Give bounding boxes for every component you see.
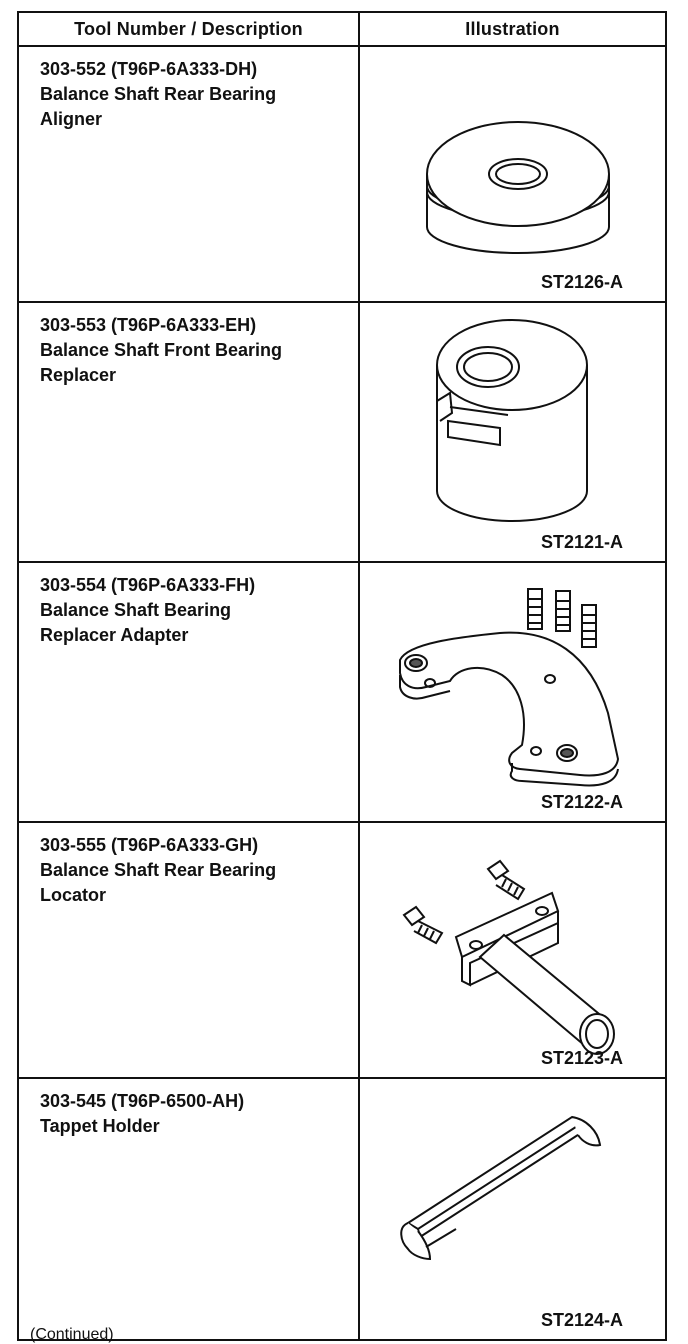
tool-description: 303-552 (T96P-6A333-DH) Balance Shaft Re… [19,47,360,301]
illustration-code: ST2123-A [540,1048,623,1068]
tool-description: 303-553 (T96P-6A333-EH) Balance Shaft Fr… [19,303,360,561]
tool-number: 303-553 (T96P-6A333-EH) [40,315,257,335]
continued-note: (Continued) [30,1326,114,1343]
tool-description: 303-554 (T96P-6A333-FH) Balance Shaft Be… [19,563,360,821]
illustration-code: ST2126-A [540,272,623,292]
special-tools-table: Tool Number / Description Illustration 3… [17,11,667,1341]
illustration-cell: ST2124-A [360,1079,665,1339]
table-row: 303-545 (T96P-6500-AH) Tappet Holder ST2… [19,1079,665,1339]
header-tool-number-description: Tool Number / Description [19,13,360,45]
replacer-adapter-icon [399,588,620,787]
illustration-code: ST2122-A [540,792,623,812]
table-row: 303-553 (T96P-6A333-EH) Balance Shaft Fr… [19,303,665,563]
tool-name-line: Tappet Holder [40,1116,160,1136]
tool-name-line: Aligner [40,109,103,129]
tool-description: 303-555 (T96P-6A333-GH) Balance Shaft Re… [19,823,360,1077]
tappet-holder-icon [400,1115,602,1261]
table-row: 303-554 (T96P-6A333-FH) Balance Shaft Be… [19,563,665,823]
illustration-cell: ST2122-A [360,563,665,821]
illustration-code: ST2124-A [540,1310,623,1330]
table-header: Tool Number / Description Illustration [19,13,665,47]
illustration-cell: ST2121-A [360,303,665,561]
tool-number: 303-552 (T96P-6A333-DH) [40,59,258,79]
tool-name-line: Replacer Adapter [40,625,189,645]
bearing-locator-icon [402,859,615,1055]
tool-name-line: Replacer [40,365,117,385]
tool-name-line: Balance Shaft Rear Bearing [40,84,277,104]
header-illustration: Illustration [465,18,560,39]
illustration-cell: ST2126-A [360,47,665,301]
bearing-aligner-icon [426,121,610,254]
tool-number: 303-545 (T96P-6500-AH) [40,1091,245,1111]
tool-name-line: Balance Shaft Rear Bearing [40,860,277,880]
tool-name-line: Balance Shaft Bearing [40,600,232,620]
tool-name-line: Balance Shaft Front Bearing [40,340,283,360]
illustration-cell: ST2123-A [360,823,665,1077]
tool-name-line: Locator [40,885,107,905]
tool-number: 303-555 (T96P-6A333-GH) [40,835,259,855]
tool-number: 303-554 (T96P-6A333-FH) [40,575,256,595]
illustration-code: ST2121-A [540,532,623,552]
tool-description: 303-545 (T96P-6500-AH) Tappet Holder [19,1079,360,1339]
table-row: 303-555 (T96P-6A333-GH) Balance Shaft Re… [19,823,665,1079]
table-row: 303-552 (T96P-6A333-DH) Balance Shaft Re… [19,47,665,303]
bearing-replacer-icon [436,319,588,522]
